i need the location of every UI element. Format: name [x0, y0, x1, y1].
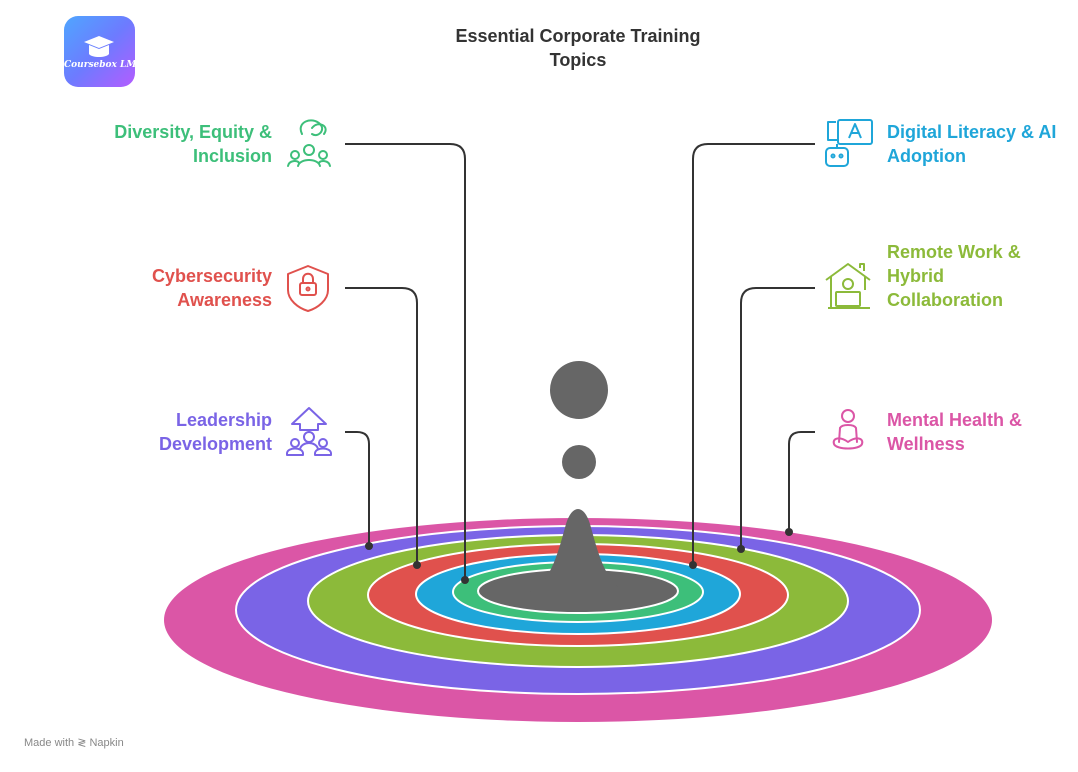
napkin-logo-icon: ≷ [77, 737, 87, 749]
connectors [345, 143, 815, 580]
connector-cybersecurity [345, 287, 418, 565]
connector-dot [737, 545, 745, 553]
security-lock-shield-icon [287, 265, 329, 312]
label-digital-literacy: Digital Literacy & AI Adoption [887, 122, 1057, 166]
connector-dot [413, 561, 421, 569]
diagram-title: Essential Corporate Training Topics [455, 26, 701, 70]
connector-dot [365, 542, 373, 550]
connector-leadership [345, 431, 370, 546]
footer-brand: Napkin [89, 737, 124, 749]
connector-dot [785, 528, 793, 536]
connector-diversity [345, 143, 466, 580]
remote-work-home-laptop-icon [825, 263, 871, 309]
graduation-cap-icon [84, 36, 114, 57]
footer-prefix: Made with [24, 737, 75, 749]
meditation-wellness-icon [832, 409, 864, 450]
drop-small [562, 445, 596, 479]
label-cybersecurity: Cybersecurity Awareness [151, 266, 272, 310]
label-leadership: Leadership Development [158, 410, 272, 454]
label-diversity: Diversity, Equity & Inclusion [114, 122, 272, 166]
label-remote-work: Remote Work & Hybrid Collaboration [887, 242, 1021, 310]
connector-mental-health [788, 431, 815, 532]
coursebox-logo: Coursebox LMS [64, 16, 143, 87]
splash-peak [514, 509, 642, 596]
connector-dots [365, 528, 793, 584]
leadership-team-icon [286, 407, 332, 456]
connector-dot [689, 561, 697, 569]
drop-large [550, 361, 608, 419]
ai-robot-chat-icon [825, 119, 873, 167]
label-mental-health: Mental Health & Wellness [887, 410, 1023, 454]
footer-credit: Made with ≷ Napkin [24, 736, 124, 749]
connector-digital-literacy [692, 143, 815, 565]
diversity-people-icon [287, 119, 331, 167]
logo-text: Coursebox LMS [64, 60, 143, 70]
connector-remote-work [740, 287, 815, 549]
connector-dot [461, 576, 469, 584]
